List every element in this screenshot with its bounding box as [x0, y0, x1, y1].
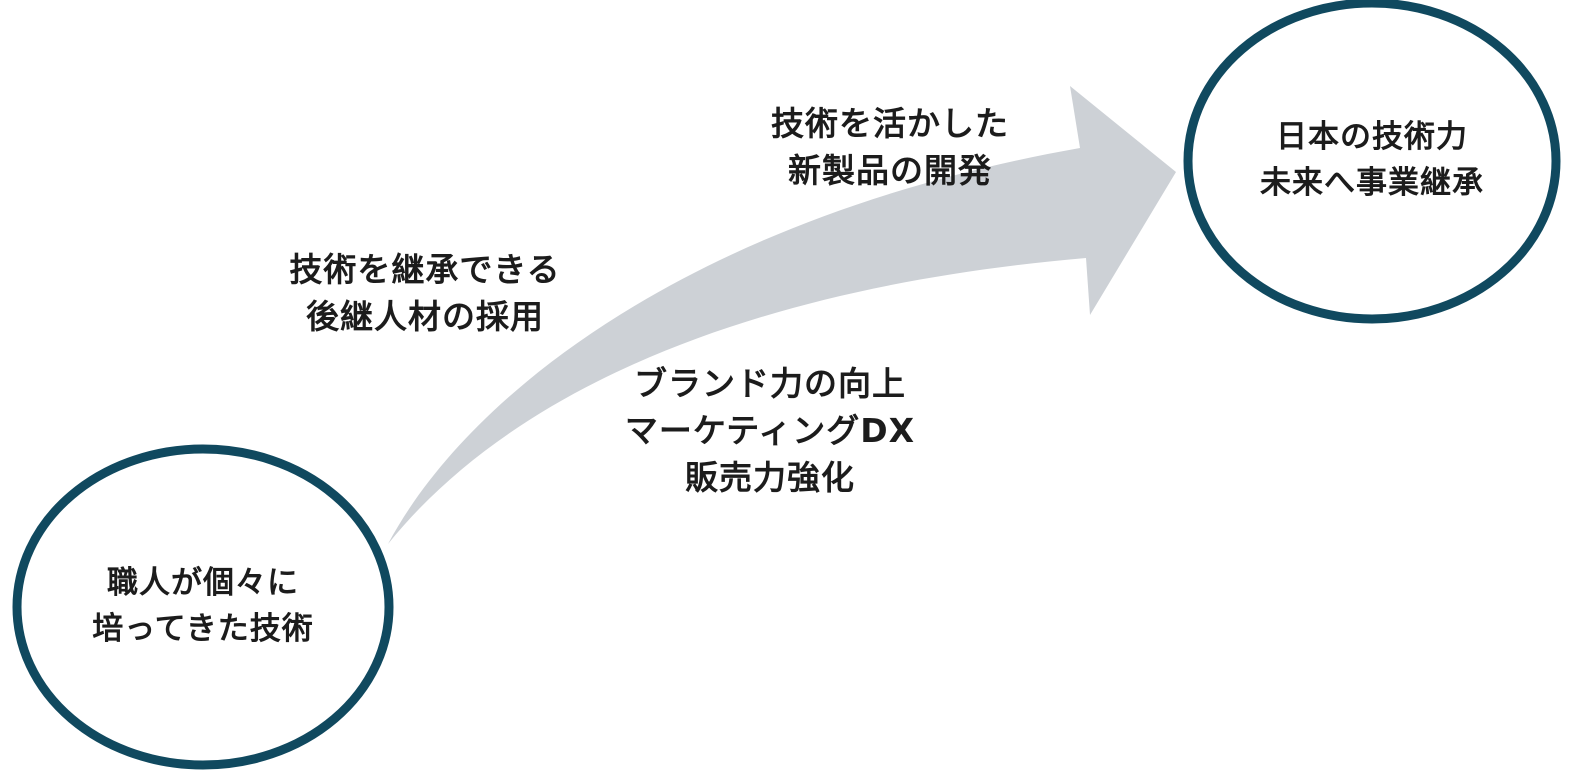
curved-growth-arrow-icon [388, 86, 1176, 544]
product-label: 技術を活かした 新製品の開発 [750, 100, 1030, 194]
hiring-label-line-2: 後継人材の採用 [306, 297, 544, 336]
goal-node-text: 日本の技術力 未来へ事業継承 [1222, 114, 1522, 206]
product-label-line-2: 新製品の開発 [788, 151, 992, 190]
hiring-label: 技術を継承できる 後継人材の採用 [270, 246, 580, 340]
start-circle [12, 444, 394, 770]
product-label-line-1: 技術を活かした [771, 104, 1009, 143]
brand-label-line-3: 販売力強化 [685, 458, 855, 497]
start-node-line-2: 培ってきた技術 [92, 611, 314, 647]
hiring-label-line-1: 技術を継承できる [289, 250, 561, 289]
goal-node-line-2: 未来へ事業継承 [1260, 165, 1484, 201]
start-node-line-1: 職人が個々に [107, 565, 299, 601]
brand-label-line-2: マーケティングDX [624, 411, 916, 450]
brand-label: ブランド力の向上 マーケティングDX 販売力強化 [600, 360, 940, 501]
start-node-text: 職人が個々に 培ってきた技術 [48, 560, 358, 652]
goal-node-line-1: 日本の技術力 [1276, 119, 1468, 155]
goal-circle [1183, 0, 1561, 324]
brand-label-line-1: ブランド力の向上 [634, 364, 906, 403]
